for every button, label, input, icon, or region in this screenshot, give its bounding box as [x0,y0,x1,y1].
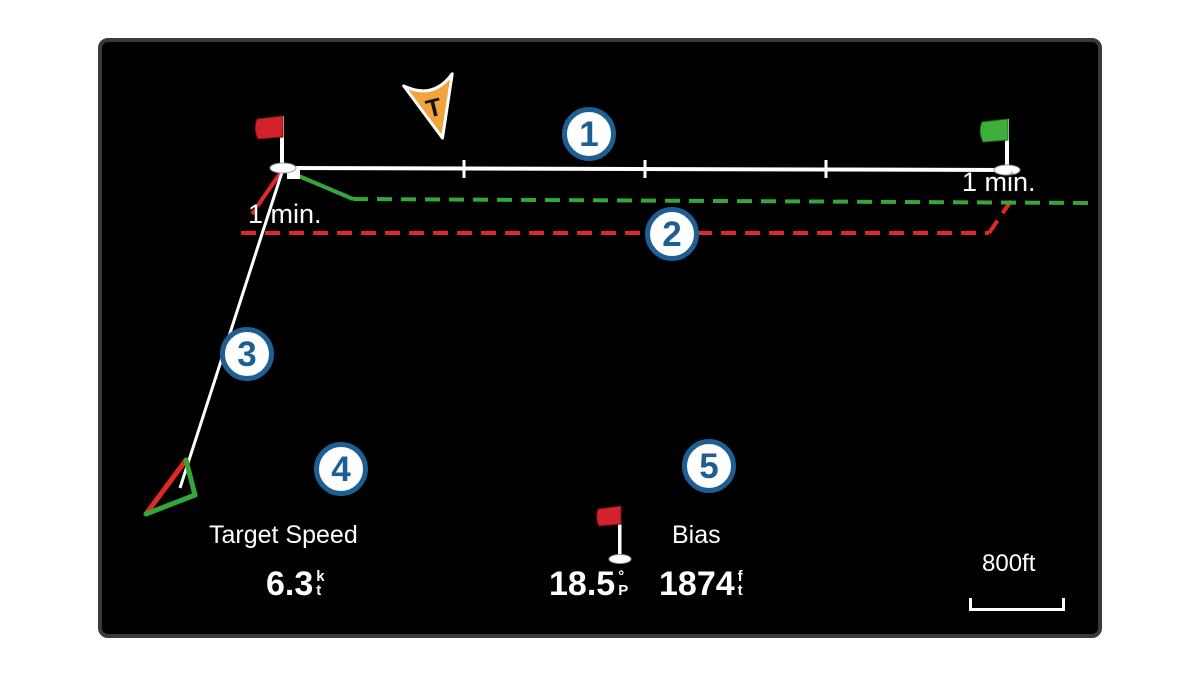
bias-distance-value: 1874 f t [659,567,743,601]
map-scale-label: 800ft [982,550,1036,577]
starboard-timer-line-dashed [352,197,1091,205]
unit-top: k [316,568,325,585]
unit-bottom: P [618,582,629,599]
bias-distance-unit: f t [738,567,743,598]
bias-bearing-unit: ° P [618,567,628,598]
callout-5-bias: 5 [682,439,736,493]
bias-bearing-number: 18.5 [549,565,616,603]
unit-top: f [737,568,743,585]
race-map: T [143,72,1091,564]
target-speed-unit: k t [316,567,324,598]
target-speed-number: 6.3 [266,565,314,603]
callout-3-route-line: 3 [220,327,274,381]
callout-4-target-speed: 4 [314,442,368,496]
port-start-flag-icon [254,115,297,174]
unit-top: ° [618,568,625,585]
bias-bearing-value: 18.5 ° P [549,567,628,601]
callout-1-start-line: 1 [562,107,616,161]
bias-distance-number: 1874 [659,565,735,603]
unit-bottom: t [737,582,743,599]
tack-cursor-letter: T [423,93,445,124]
port-timer-line-solid [250,167,285,216]
bias-flag-icon [596,505,632,564]
bias-label: Bias [672,521,721,549]
port-timer-label: 1 min. [248,199,322,229]
chartplotter-screen[interactable]: T 1 min. 1 min. 1 2 3 4 5 Target Speed 6… [98,38,1102,638]
unit-bottom: t [316,582,322,599]
target-speed-value: 6.3 k t [266,567,325,601]
tack-cursor-icon: T [402,72,454,140]
boat-pointer-icon [143,457,198,517]
target-speed-label: Target Speed [209,521,358,549]
route-line [178,168,285,489]
callout-2-timer-lines: 2 [645,207,699,261]
map-scale-bar [969,598,1065,611]
starboard-start-flag-icon [979,118,1021,176]
starboard-timer-label: 1 min. [962,167,1036,197]
